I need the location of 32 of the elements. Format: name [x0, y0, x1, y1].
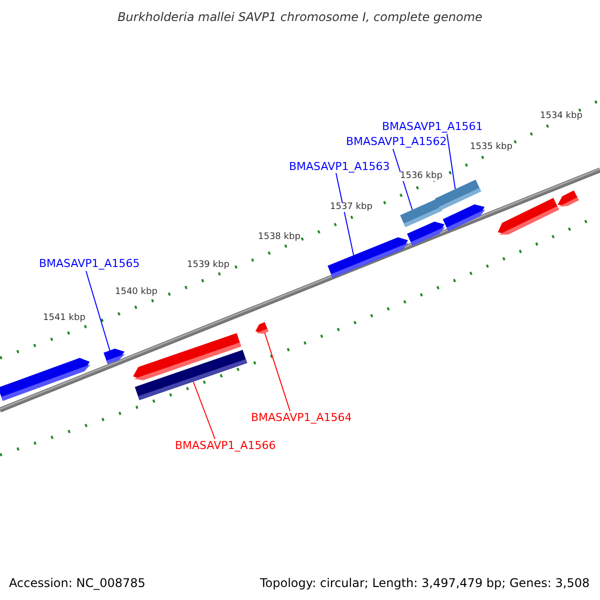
footer-text: Accession: NC_008785	[9, 577, 146, 589]
gene-label: BMASAVP1_A1562	[346, 136, 447, 147]
leader-line	[392, 148, 413, 210]
gene-block	[104, 348, 126, 364]
leader-line	[336, 172, 354, 256]
gene-label: BMASAVP1_A1563	[289, 161, 390, 172]
scale-label: 1535 kbp	[470, 143, 512, 152]
scale-label: 1536 kbp	[400, 172, 442, 181]
gene-block	[498, 198, 560, 235]
footer-text: Topology: circular; Length: 3,497,479 bp; Genes: 3,508	[260, 577, 590, 589]
gene-block	[134, 350, 248, 400]
gene-block	[442, 204, 486, 231]
gene-block	[558, 190, 579, 207]
scale-label: 1538 kbp	[258, 233, 300, 242]
title: Burkholderia mallei SAVP1 chromosome I, complete genome	[116, 11, 484, 23]
scale-label: 1540 kbp	[115, 288, 158, 297]
scale-label: 1534 kbp	[540, 112, 582, 121]
gene-label: BMASAVP1_A1564	[251, 412, 352, 423]
gene-label: BMASAVP1_A1565	[39, 258, 140, 269]
gene-block	[328, 237, 409, 278]
leader-line	[192, 381, 216, 440]
gene-block	[407, 222, 446, 246]
leader-line	[86, 270, 110, 351]
scale-label: 1539 kbp	[187, 261, 230, 270]
scale-label: 1541 kbp	[43, 314, 86, 323]
gene-block	[255, 322, 268, 334]
leader-line	[264, 332, 290, 412]
gene-block	[0, 358, 91, 401]
gene-label: BMASAVP1_A1566	[175, 440, 276, 451]
scale-label: 1537 kbp	[330, 203, 372, 212]
leader-line	[446, 134, 456, 190]
gene-label: BMASAVP1_A1561	[382, 121, 483, 132]
